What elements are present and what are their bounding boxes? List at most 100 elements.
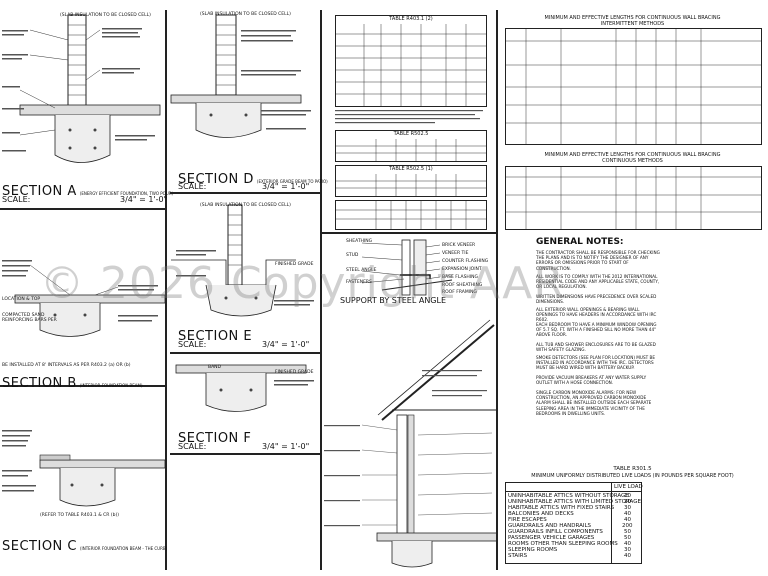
label-roof-sheathing: ROOF SHEATHING <box>442 283 483 288</box>
section-e-scale: 3/4" = 1'-0" <box>262 340 310 349</box>
copyright-watermark: © 2026 Copyright AAR <box>40 258 565 309</box>
live-load-title: TABLE R301.5 <box>613 466 652 472</box>
section-a-scale-label: SCALE: <box>2 195 31 204</box>
live-load-value: 40 <box>624 553 631 559</box>
section-a-scale: 3/4" = 1'-0" <box>120 195 168 204</box>
section-f-drawing <box>175 364 314 412</box>
table-mid-1-grid <box>336 139 486 161</box>
column-divider <box>611 483 612 563</box>
section-d-title: SECTION D(EXTERIOR GRADE BEAM TO PATIO) <box>178 168 328 187</box>
live-load-use: SLEEPING ROOMS <box>508 547 558 553</box>
general-notes-title: GENERAL NOTES: <box>536 237 624 247</box>
live-load-subtitle: MINIMUM UNIFORMLY DISTRIBUTED LIVE LOADS… <box>531 473 734 479</box>
live-load-use: ROOMS OTHER THAN SLEEPING ROOMS <box>508 541 618 547</box>
steel-angle-detail <box>361 239 453 296</box>
section-e-drawing <box>171 204 314 317</box>
section-c-drawing <box>2 430 165 507</box>
table-r403-title: TABLE R403.1 (2) <box>389 16 433 22</box>
table-r403: TABLE R403.1 (2) <box>335 15 487 107</box>
divider <box>170 192 320 194</box>
panel-divider <box>320 232 496 234</box>
live-load-value: 10 <box>624 493 631 499</box>
section-a-title: SECTION A(ENERGY EFFICIENT FOUNDATION, T… <box>2 180 173 199</box>
note-item: EACH BEDROOM TO HAVE A MINIMUM WINDOW OP… <box>536 322 657 338</box>
callout-finished-grade-f: FINISHED GRADE <box>275 370 314 375</box>
support-caption: SUPPORT BY STEEL ANGLE <box>340 296 447 305</box>
section-d-scale: 3/4" = 1'-0" <box>262 182 310 191</box>
live-load-use: UNINHABITABLE ATTICS WITH LIMITED STORAG… <box>508 499 641 505</box>
section-e-title: SECTION E <box>178 325 252 344</box>
divider <box>170 352 320 354</box>
table-mid-3 <box>335 200 487 230</box>
header-divider <box>506 491 641 492</box>
section-c-subtitle: (INTERIOR FOUNDATION BEAM - THE CURB) <box>79 546 168 551</box>
label-counter-flashing: COUNTER FLASHING <box>442 259 489 264</box>
live-load-value: 50 <box>624 529 631 535</box>
note-item: PROVIDE VACUUM BREAKERS AT ANY WATER SUP… <box>536 375 647 386</box>
panel-divider <box>0 385 165 387</box>
note-item: WRITTEN DIMENSIONS HAVE PRECEDENCE OVER … <box>536 294 657 305</box>
table-mid-2-title: TABLE R502.5 (1) <box>389 166 433 172</box>
label-roof-framing: ROOF FRAMING <box>442 290 477 295</box>
wall-section-drawing <box>324 319 496 568</box>
section-d-drawing <box>170 14 311 138</box>
callout-band-f: BAND <box>208 365 221 370</box>
bracing-table-2-grid <box>506 167 761 229</box>
section-b-drawing <box>2 260 165 337</box>
section-d-scale-label: SCALE: <box>178 182 207 191</box>
callout-installed-note: BE INSTALLED AT 8' INTERVALS AS PER R403… <box>2 363 131 368</box>
panel-divider <box>320 10 322 570</box>
live-load-use: HABITABLE ATTICS WITH FIXED STAIRS <box>508 505 615 511</box>
table-mid-2-grid <box>336 174 486 196</box>
live-load-value: 50 <box>624 535 631 541</box>
note-item: THE CONTRACTOR SHALL BE RESPONSIBLE FOR … <box>536 250 660 271</box>
live-load-use: GUARDRAILS AND HANDRAILS <box>508 523 592 529</box>
bracing-table-1-title: MINIMUM AND EFFECTIVE LENGTHS FOR CONTIN… <box>544 15 721 21</box>
live-load-use: FIRE ESCAPES <box>508 517 547 523</box>
section-b-title: SECTION B(INTERIOR FOUNDATION BEAM) <box>2 372 143 391</box>
note-item: SMOKE DETECTORS (SEE PLAN FOR LOCATION) … <box>536 355 656 371</box>
bracing-table-2 <box>505 166 762 230</box>
callout-slab-insulation-d: (SLAB INSULATION TO BE CLOSED CELL) <box>200 12 291 17</box>
live-load-use: PASSENGER VEHICLE GARAGES <box>508 535 595 541</box>
section-c-label: SECTION C <box>2 539 77 554</box>
label-expansion-joint: EXPANSION JOINT <box>442 267 482 272</box>
live-load-table: LIVE LOAD UNINHABITABLE ATTICS WITHOUT S… <box>505 482 643 564</box>
section-f-title: SECTION F <box>178 427 251 446</box>
section-a-subtitle: (ENERGY EFFICIENT FOUNDATION, TWO POUR) <box>79 191 174 196</box>
live-load-use: BALCONIES AND DECKS <box>508 511 574 517</box>
label-sheathing: SHEATHING <box>346 239 373 244</box>
section-c-title: SECTION C(INTERIOR FOUNDATION BEAM - THE… <box>2 535 167 554</box>
table-mid-2: TABLE R502.5 (1) <box>335 165 487 197</box>
bracing-table-1-subtitle: INTERMITTENT METHODS <box>600 21 665 27</box>
section-f-label: SECTION F <box>178 431 252 446</box>
section-f-scale: 3/4" = 1'-0" <box>262 442 310 451</box>
callout-slab-insulation: (SLAB INSULATION TO BE CLOSED CELL) <box>60 13 151 18</box>
panel-divider <box>165 10 167 570</box>
section-d-label: SECTION D <box>178 172 254 187</box>
live-load-value: 20 <box>624 499 631 505</box>
section-d-subtitle: (EXTERIOR GRADE BEAM TO PATIO) <box>256 179 328 184</box>
note-item: ALL EXTERIOR WALL OPENINGS & BEARING WAL… <box>536 307 657 323</box>
divider <box>170 453 320 455</box>
callout-slab-insulation-e: (SLAB INSULATION TO BE CLOSED CELL) <box>200 203 291 208</box>
note-item: ALL TUB AND SHOWER ENCLOSURES ARE TO BE … <box>536 342 656 353</box>
live-load-use: STAIRS <box>508 553 528 559</box>
live-load-value: 40 <box>624 511 631 517</box>
table-mid-3-grid <box>336 201 486 229</box>
live-load-value: 200 <box>622 523 633 529</box>
live-load-value: 30 <box>624 547 631 553</box>
notes-lines <box>335 110 483 124</box>
section-a-drawing <box>2 14 161 163</box>
live-load-value: 40 <box>624 541 631 547</box>
label-veneer-tie: VENEER TIE <box>442 251 469 256</box>
panel-divider <box>496 10 498 570</box>
note-item: ALL WORK IS TO COMPLY WITH THE 2012 INTE… <box>536 274 660 290</box>
label-fasteners: FASTENERS <box>346 280 372 285</box>
section-b-subtitle: (INTERIOR FOUNDATION BEAM) <box>79 383 143 388</box>
callout-compacted-sand: COMPACTED SAND <box>2 313 45 318</box>
bracing-table-2-title: MINIMUM AND EFFECTIVE LENGTHS FOR CONTIN… <box>544 152 721 158</box>
note-item: SINGLE CARBON MONOXIDE ALARMS: FOR NEW C… <box>536 390 652 416</box>
bracing-table-1-grid <box>506 29 761 144</box>
